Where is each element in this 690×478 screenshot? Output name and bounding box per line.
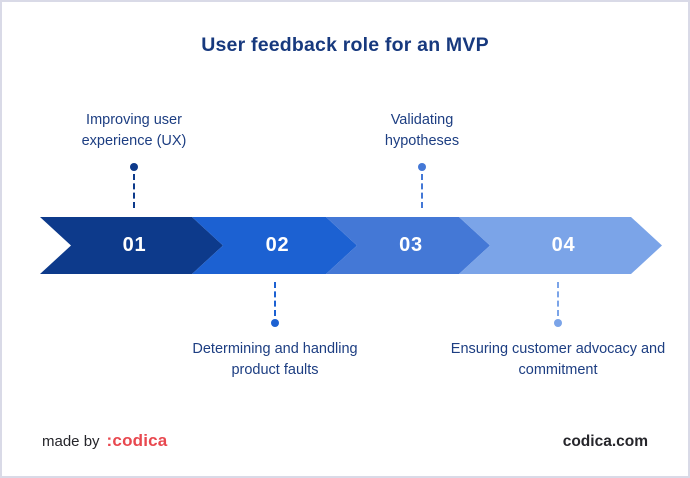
- step-label-customer-advocacy: Ensuring customer advocacy and commitmen…: [450, 341, 666, 379]
- step-segment-01: 01: [40, 217, 223, 274]
- step-number: 03: [399, 234, 423, 256]
- connector-dot: [553, 319, 562, 327]
- step-segment-04: 04: [459, 217, 662, 274]
- step-label-product-faults: Determining and handling product faults: [192, 341, 358, 379]
- connector-step-03: [417, 163, 426, 208]
- step-number: 02: [265, 234, 290, 256]
- connector-dashed-line: [556, 282, 559, 316]
- connector-dot: [417, 163, 426, 171]
- connector-dot: [129, 163, 138, 171]
- connector-dashed-line: [132, 174, 135, 208]
- made-by-credit: made by :codica: [42, 431, 167, 451]
- connector-step-01: [129, 163, 138, 208]
- connector-dashed-line: [273, 282, 276, 316]
- connector-dot: [270, 319, 279, 327]
- step-label-improving-ux: Improving user experience (UX): [81, 112, 187, 150]
- made-by-label: made by: [42, 433, 100, 450]
- step-number: 01: [122, 234, 147, 256]
- connector-step-04: [553, 282, 562, 327]
- page-title: User feedback role for an MVP: [201, 34, 489, 56]
- step-number: 04: [551, 234, 576, 256]
- process-arrow-band: 01 02 03 04: [40, 217, 662, 274]
- codica-logo: :codica: [106, 431, 168, 450]
- website-label: codica.com: [562, 433, 648, 450]
- connector-dashed-line: [420, 174, 423, 208]
- connector-step-02: [270, 282, 279, 327]
- step-label-validating-hypotheses: Validating hypotheses: [384, 112, 460, 150]
